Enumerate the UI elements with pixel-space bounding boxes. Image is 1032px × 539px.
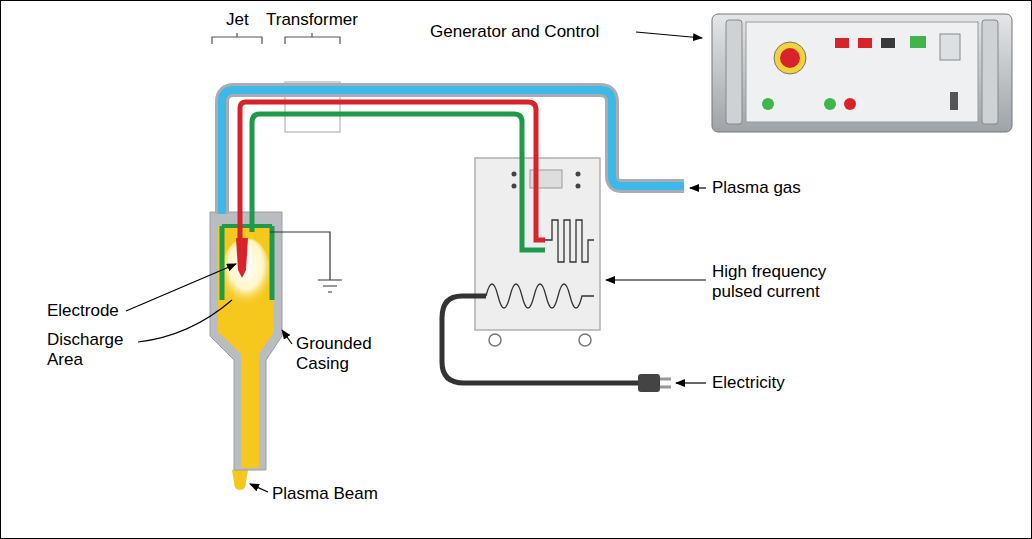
leader-arrow (676, 382, 706, 383)
generator-panel (746, 22, 978, 122)
panel-lamp (824, 98, 836, 110)
discharge-area (218, 226, 274, 468)
panel-display (940, 34, 960, 60)
secondary-coil (545, 220, 594, 262)
leader-arrow (250, 484, 268, 492)
hf-dot (512, 172, 517, 177)
jet-bracket (212, 33, 262, 44)
panel-switch (950, 92, 958, 110)
transformer-bracket (285, 33, 340, 44)
part-name: Plasma gas (712, 178, 801, 198)
panel-button (881, 38, 895, 48)
electrode (236, 238, 248, 278)
part-name: Generator and Control (430, 22, 599, 42)
hf-dot (576, 172, 581, 177)
ground-symbol (318, 280, 342, 292)
leader-arrow (636, 32, 702, 38)
part-name: Electricity (712, 373, 785, 393)
part-name: Transformer (266, 10, 358, 30)
emergency-knob (780, 48, 800, 68)
hf-dot (576, 184, 581, 189)
gas-hose (222, 90, 684, 214)
generator-handle (982, 20, 998, 124)
plasma-beam (232, 470, 248, 490)
part-name: High frequency pulsed current (712, 262, 852, 302)
emergency-ring (774, 42, 806, 74)
primary-coil (486, 284, 594, 308)
gas-hose-outer (222, 90, 684, 214)
leader-line (138, 300, 232, 342)
hf-dot (512, 184, 517, 189)
panel-button (835, 38, 849, 48)
discharge-glow (222, 238, 270, 306)
panel-button (858, 38, 872, 48)
plug (638, 374, 660, 392)
part-name: Electrode (47, 301, 119, 321)
part-name: Grounded Casing (296, 334, 406, 374)
wheel (579, 334, 591, 346)
hv-wire (240, 102, 545, 240)
leader-arrow (690, 187, 706, 188)
generator-handle (726, 20, 742, 124)
grounded-casing (210, 212, 282, 470)
plasma-jet (210, 212, 282, 490)
part-name: Plasma Beam (272, 484, 378, 504)
ground-wire-bridge (222, 224, 272, 228)
panel-button (910, 36, 926, 48)
panel-lamp (844, 98, 856, 110)
generator-body (712, 14, 1012, 132)
ground-wire (252, 114, 545, 250)
ground-lead (270, 232, 330, 280)
leader-arrow (126, 264, 236, 311)
power-cord (442, 296, 640, 383)
grounded-electrode-walls (222, 226, 272, 300)
part-name: Jet (226, 10, 249, 30)
leader-arrow (282, 330, 292, 344)
leader-arrow (606, 279, 706, 280)
wheel (489, 334, 501, 346)
panel-lamp (762, 98, 774, 110)
plug-prongs (660, 379, 671, 387)
part-name: Discharge Area (47, 330, 142, 370)
generator-unit (712, 14, 1012, 132)
